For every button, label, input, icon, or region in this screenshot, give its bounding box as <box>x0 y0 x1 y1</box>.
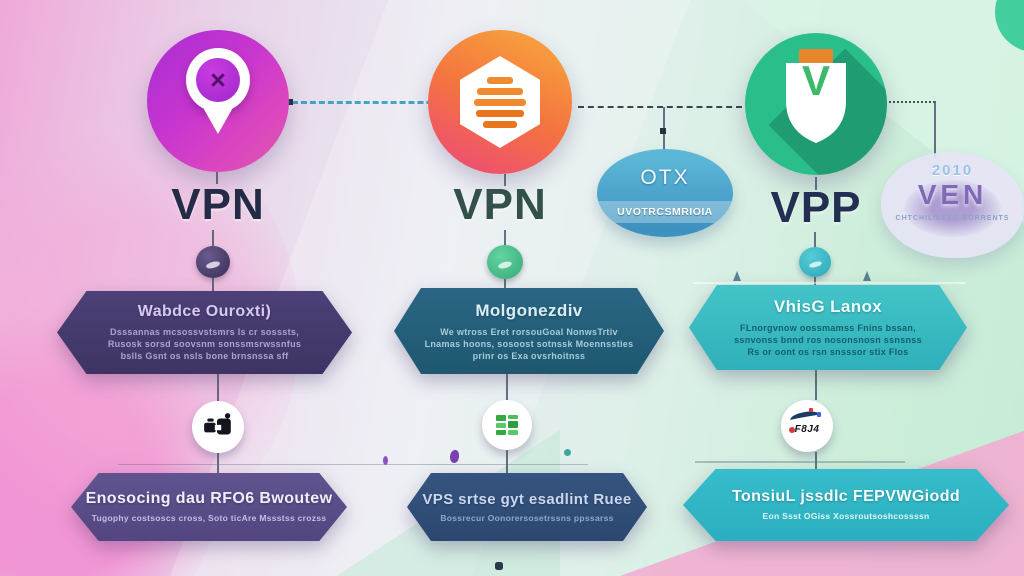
stem <box>506 450 508 473</box>
feature-box-line: prinr os Exa ovsrhoitnss <box>472 350 586 361</box>
feature-box-mid-1: Wabdce Ouroxti) Dsssannas mcsossvstsmrs … <box>57 291 352 374</box>
otx-band: UVOTRCSMRIOIA <box>597 201 733 223</box>
platform-line <box>118 464 588 465</box>
f8j4-logo-icon: F8J4 <box>781 400 833 452</box>
node-glint <box>205 260 221 270</box>
shield-tab <box>799 49 833 63</box>
feature-box-heading: Enosocing dau RFO6 Bwoutew <box>85 490 333 507</box>
ven-drop-line <box>934 101 936 158</box>
feature-box-heading: Molgonezdiv <box>475 300 583 320</box>
logo-dot <box>789 427 795 433</box>
decorative-tick <box>863 271 871 281</box>
stem <box>212 278 214 292</box>
feature-box-mid-3: VhisG Lanox FLnorgvnow oossmamss Fnins b… <box>689 285 967 370</box>
feature-box-line: bslls Gsnt os nsls bone brnsnssa sff <box>120 351 289 361</box>
logo-speck <box>809 408 813 412</box>
connector-end-tick <box>287 99 293 105</box>
otx-title: OTX <box>640 166 690 189</box>
feature-box-line: We wtross Eret rorsouGoal NonwsTrtiv <box>440 326 618 337</box>
feature-box-line: Lnamas hoons, sosoost sotnssk Moennsstie… <box>424 338 634 349</box>
ven-year: 2010 <box>931 162 974 179</box>
column-3-title: VPP <box>770 183 862 232</box>
feature-box-subtext: Bossrecur Oonorersosetrssns ppssarss <box>440 512 614 523</box>
connector-mid-tick <box>660 128 666 134</box>
feature-box-line: Rusosk sorsd soovsnm sonssmsrwssnfus <box>107 339 302 349</box>
logo-text: F8J4 <box>794 424 820 435</box>
grid-glyph <box>496 415 518 435</box>
column-1-title: VPN <box>171 180 265 229</box>
stripe <box>487 76 513 84</box>
feature-box-heading: VhisG Lanox <box>773 297 883 316</box>
paint-speck <box>450 450 459 463</box>
stripe <box>483 120 517 128</box>
provider-circle-3: V <box>745 33 887 175</box>
shield-check-icon: V <box>776 49 856 153</box>
feature-box-heading: Wabdce Ouroxti) <box>137 303 272 320</box>
dashed-connector-1 <box>292 101 540 104</box>
node-glint <box>808 260 822 269</box>
stem <box>815 177 817 190</box>
ven-callout-blob: 2010 VEN CHTCHILILEKG EORRENTS <box>881 152 1024 258</box>
shield-body <box>786 63 846 143</box>
stem <box>217 453 219 473</box>
feature-box-mid-2: Molgonezdiv We wtross Eret rorsouGoal No… <box>394 288 664 374</box>
stripe <box>477 87 523 95</box>
feature-box-line: Dsssannas mcsossvstsmrs ls cr sosssts, <box>109 327 299 337</box>
pin-cross-glyph: × <box>196 58 240 102</box>
feature-box-line: Rs or oont os rsn snsssor stix Flos <box>747 347 909 357</box>
feature-box-subtext: Tugophy costsoscs cross, Soto ticAre Mss… <box>91 513 327 523</box>
stem <box>212 230 214 246</box>
feature-box-heading: VPS srtse gyt esadlint Ruee <box>422 490 632 508</box>
stem <box>504 279 506 288</box>
otx-subtitle: UVOTRCSMRIOIA <box>617 206 713 218</box>
connector-node-1 <box>196 246 230 278</box>
stem <box>504 230 506 245</box>
dashed-connector-2 <box>578 106 742 108</box>
feature-box-heading: TonsiuL jssdlc FEPVWGiodd <box>731 488 961 505</box>
feature-box-line: FLnorgvnow oossmamss Fnins bssan, <box>740 323 916 333</box>
column-2-title: VPN <box>453 180 547 229</box>
feature-box-bottom-3: TonsiuL jssdlc FEPVWGiodd Eon Ssst OGiss… <box>683 469 1009 541</box>
platform-line <box>695 461 905 463</box>
location-pin-icon: × <box>186 48 250 144</box>
decorative-tick <box>733 271 741 281</box>
ven-subtitle: CHTCHILILEKG EORRENTS <box>895 215 1010 222</box>
dashed-connector-3 <box>889 101 935 103</box>
feature-box-subtext: Eon Ssst OGiss Xossroutsoshcossssn <box>762 511 930 521</box>
ven-core-glow <box>903 179 1002 237</box>
feature-box-bottom-1: Enosocing dau RFO6 Bwoutew Tugophy costs… <box>71 473 347 541</box>
stem <box>814 277 816 285</box>
paint-speck <box>564 449 571 456</box>
logo-speck <box>817 412 821 417</box>
paint-speck <box>495 562 503 570</box>
paint-speck <box>383 456 388 465</box>
stem <box>216 172 218 184</box>
feature-box-line: ssnvonss bnnd ros nosonsnosn ssnsnss <box>734 335 922 345</box>
pin-tail <box>201 104 235 134</box>
stem <box>506 374 508 400</box>
spreadsheet-grid-icon <box>482 400 532 450</box>
otx-callout-blob: OTX UVOTRCSMRIOIA <box>597 149 733 237</box>
stem <box>217 374 219 402</box>
stripe <box>474 98 526 106</box>
provider-circle-2 <box>428 30 572 174</box>
ven-title: VEN <box>917 179 988 210</box>
stem <box>504 174 506 186</box>
hexagon-stripes-icon <box>460 56 540 148</box>
stem <box>815 370 817 400</box>
provider-circle-1: × <box>147 30 289 172</box>
stem <box>814 232 816 247</box>
connector-node-2 <box>487 245 523 279</box>
node-glint <box>497 260 513 270</box>
handshake-glyph <box>204 413 231 435</box>
connector-node-3 <box>799 247 831 277</box>
handshake-icon <box>192 401 244 453</box>
feature-box-bottom-2: VPS srtse gyt esadlint Ruee Bossrecur Oo… <box>407 473 647 541</box>
platform-line <box>693 282 965 284</box>
shield-letter: V <box>801 57 830 104</box>
stem <box>815 452 817 469</box>
stripe <box>476 109 524 117</box>
